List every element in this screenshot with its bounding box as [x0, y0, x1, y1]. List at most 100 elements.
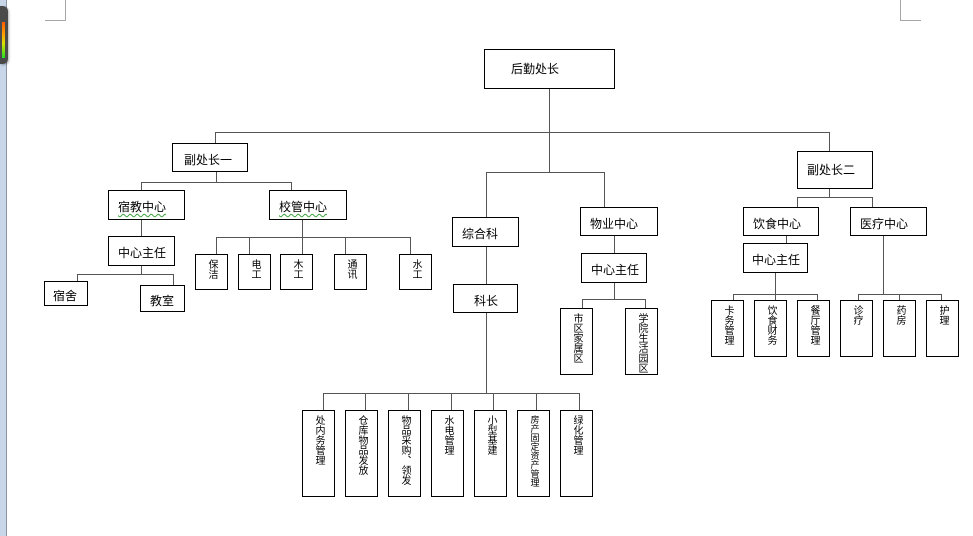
org-node-campus-management-center[interactable]: 校管中心 — [269, 190, 347, 220]
org-node-unit[interactable]: 护理 — [926, 300, 959, 357]
connector-line — [451, 393, 452, 411]
connector-line — [604, 172, 605, 207]
connector-line — [141, 182, 142, 190]
connector-line — [858, 294, 859, 301]
org-node-unit[interactable]: 木工 — [280, 254, 313, 290]
connector-line — [173, 274, 174, 286]
connector-line — [486, 172, 604, 173]
node-label: 科长 — [474, 294, 499, 308]
org-node-unit[interactable]: 绿化管理 — [560, 410, 593, 497]
connector-line — [408, 393, 409, 411]
org-node-unit[interactable]: 仓库物品发放 — [345, 410, 378, 497]
page-corner-mark-top-right — [900, 0, 921, 21]
connector-line — [141, 219, 142, 237]
page-corner-mark-top-left — [45, 0, 66, 21]
document-left-margin-rail — [0, 0, 7, 536]
org-node-deputy-2[interactable]: 副处长二 — [797, 151, 873, 189]
connector-line — [323, 393, 324, 411]
connector-line — [797, 197, 798, 207]
org-node-center-director[interactable]: 中心主任 — [581, 253, 647, 283]
node-label: 仓库物品发放 — [356, 415, 367, 475]
org-node-general-affairs[interactable]: 综合科 — [452, 217, 519, 247]
connector-line — [302, 219, 303, 237]
level-meter-widget — [0, 6, 8, 64]
node-label: 物业中心 — [590, 217, 639, 231]
node-label: 综合科 — [462, 227, 499, 241]
connector-line — [141, 182, 292, 183]
connector-line — [486, 312, 487, 393]
org-node-unit[interactable]: 通讯 — [334, 254, 367, 290]
node-label: 学院生活园区 — [636, 313, 647, 373]
node-label: 绿化管理 — [571, 415, 582, 455]
node-label: 市区家属区 — [571, 313, 582, 363]
connector-line — [486, 172, 487, 217]
org-node-unit[interactable]: 卡务管理 — [711, 300, 744, 357]
connector-line — [797, 197, 873, 198]
connector-line — [410, 237, 411, 255]
node-label: 副处长一 — [184, 153, 233, 167]
node-label: 餐厅管理 — [808, 305, 819, 345]
org-node-property-center[interactable]: 物业中心 — [580, 207, 658, 236]
connector-line — [645, 299, 646, 309]
connector-line — [829, 132, 830, 151]
org-node-unit[interactable]: 餐厅管理 — [797, 300, 830, 357]
node-label: 卡务管理 — [722, 305, 733, 345]
org-node-unit[interactable]: 物品采购、领发 — [388, 410, 421, 497]
connector-line — [215, 132, 829, 133]
node-label: 宿舍 — [53, 289, 78, 303]
connector-line — [614, 282, 615, 299]
connector-line — [941, 294, 942, 301]
org-node-dormitory[interactable]: 宿舍 — [44, 281, 88, 306]
org-node-section-chief[interactable]: 科长 — [453, 284, 518, 313]
org-node-unit[interactable]: 小型基建 — [474, 410, 507, 497]
node-label: 宿教中心 — [118, 200, 167, 214]
org-node-center-director[interactable]: 中心主任 — [743, 243, 808, 273]
org-node-unit[interactable]: 房产固定资产管理 — [517, 410, 550, 497]
org-node-medical-center[interactable]: 医疗中心 — [850, 207, 927, 236]
org-node-unit[interactable]: 学院生活园区 — [625, 308, 658, 375]
connector-line — [249, 237, 250, 255]
connector-line — [582, 299, 646, 300]
node-label: 副处长二 — [807, 163, 856, 177]
org-node-center-director[interactable]: 中心主任 — [108, 236, 175, 266]
connector-line — [872, 197, 873, 207]
node-label: 诊疗 — [851, 305, 862, 325]
node-label: 小型基建 — [485, 415, 496, 455]
org-node-unit[interactable]: 保洁 — [195, 254, 228, 290]
node-label: 水工 — [410, 259, 421, 279]
connector-line — [829, 188, 830, 197]
connector-line — [775, 294, 776, 301]
org-node-unit[interactable]: 药房 — [883, 300, 916, 357]
connector-line — [345, 237, 346, 255]
org-node-unit[interactable]: 处内务管理 — [302, 410, 335, 497]
node-label: 水电管理 — [442, 415, 453, 455]
node-label: 饮食中心 — [753, 217, 802, 231]
org-node-classroom[interactable]: 教室 — [140, 285, 185, 312]
org-node-deputy-1[interactable]: 副处长一 — [172, 143, 248, 172]
node-label: 保洁 — [206, 259, 217, 279]
org-node-catering-center[interactable]: 饮食中心 — [743, 207, 819, 236]
connector-line — [77, 274, 174, 275]
org-node-dorm-classroom-center[interactable]: 宿教中心 — [108, 190, 185, 220]
org-node-unit[interactable]: 市区家属区 — [560, 308, 593, 375]
node-label: 后勤处长 — [511, 62, 560, 76]
node-label: 处内务管理 — [313, 415, 324, 465]
node-label: 教室 — [150, 294, 175, 308]
org-node-unit[interactable]: 诊疗 — [840, 300, 873, 357]
connector-line — [549, 132, 550, 172]
org-node-unit[interactable]: 水工 — [399, 254, 432, 290]
connector-line — [215, 132, 216, 145]
connector-line — [77, 274, 78, 282]
connector-line — [614, 235, 615, 254]
connector-line — [216, 237, 410, 238]
connector-line — [365, 393, 366, 411]
org-node-unit[interactable]: 水电管理 — [431, 410, 464, 497]
org-node-unit[interactable]: 电工 — [238, 254, 271, 290]
org-node-root[interactable]: 后勤处长 — [484, 49, 615, 89]
connector-line — [786, 235, 787, 244]
node-label: 饮食财务 — [765, 305, 776, 345]
connector-line — [883, 235, 884, 294]
org-node-unit[interactable]: 饮食财务 — [754, 300, 787, 357]
connector-line — [493, 393, 494, 411]
connector-line — [817, 294, 818, 301]
